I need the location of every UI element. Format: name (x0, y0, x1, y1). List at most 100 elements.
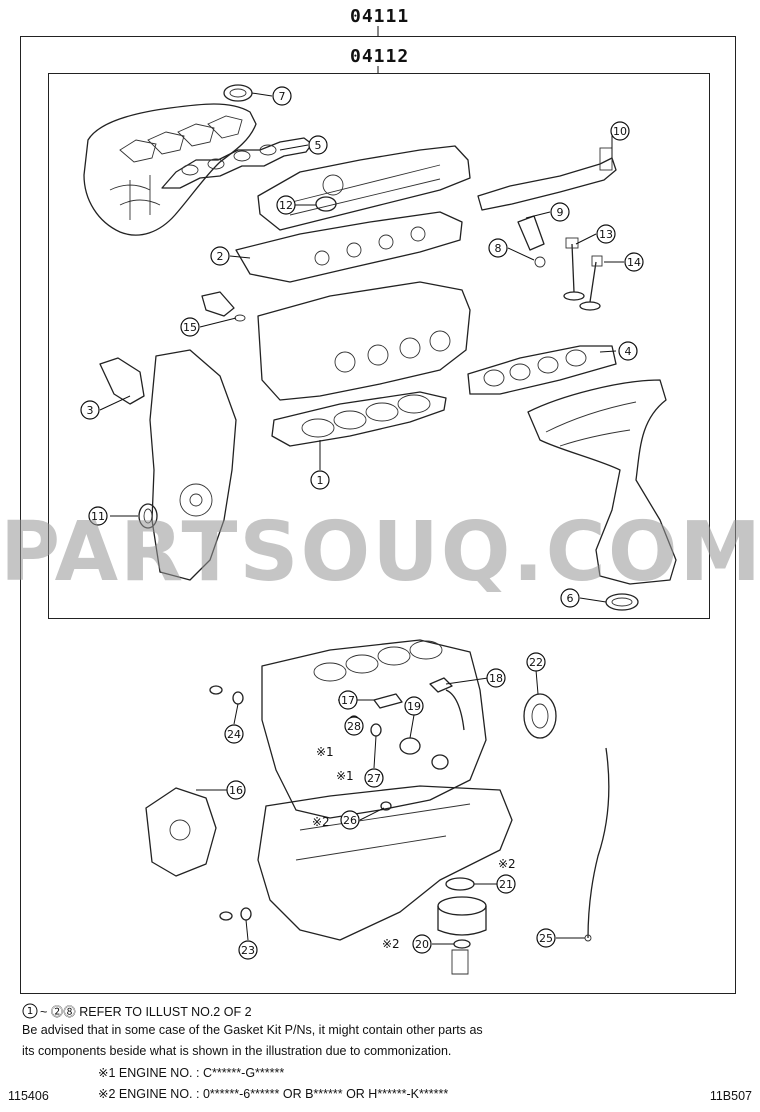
callout-circle-15 (180, 317, 200, 337)
callout-number-9: 9 (557, 206, 564, 219)
callout-number-24: 24 (227, 728, 241, 741)
callout-27: 27 (364, 768, 384, 788)
advisory-line-1: Be advised that in some case of the Gask… (22, 1023, 483, 1037)
cylinder-head-cover-drawing (257, 145, 471, 231)
sub-kit-number-label: 04112 (350, 46, 410, 67)
leader-lines (99, 92, 624, 945)
callout-14: 14 (624, 252, 644, 272)
callout-9: 9 (550, 202, 570, 222)
oil-level-gauge-drawing (584, 747, 610, 942)
callout-circle-26 (340, 810, 360, 830)
callout-number-6: 6 (567, 592, 574, 605)
callout-number-23: 23 (241, 944, 255, 957)
refer-text: ~ ⓶⓼ REFER TO ILLUST NO.2 OF 2 (40, 1005, 252, 1019)
callout-4: 4 (618, 341, 638, 361)
rear-oil-seal-drawing (523, 693, 557, 739)
callout-circle-16 (226, 780, 246, 800)
callout-number-2: 2 (217, 250, 224, 263)
callout-number-7: 7 (279, 90, 286, 103)
head-gasket-kit-frame (48, 73, 710, 619)
callout-number-3: 3 (87, 404, 94, 417)
engine-mark-2-b: ※2 (498, 857, 516, 871)
oil-pan-drawing (257, 785, 513, 941)
callout-circle-23 (238, 940, 258, 960)
callout-number-20: 20 (415, 938, 429, 951)
callout-13: 13 (596, 224, 616, 244)
head-cover-gasket-drawing (235, 211, 463, 283)
spark-plug-tube-gasket-drawing (315, 196, 337, 212)
camshaft-drawing (477, 147, 617, 211)
engine-mark-2-a: ※2 (312, 815, 330, 829)
sensor-drawing (201, 291, 246, 322)
bolt-washers-drawing (209, 677, 475, 949)
callout-circle-27 (364, 768, 384, 788)
callout-6: 6 (560, 588, 580, 608)
callout-number-16: 16 (229, 784, 243, 797)
callout-circle-9 (550, 202, 570, 222)
callout-circle-2 (210, 246, 230, 266)
callout-circle-20 (412, 934, 432, 954)
callout-19: 19 (404, 696, 424, 716)
callout-18: 18 (486, 668, 506, 688)
callout-circle-12 (276, 195, 296, 215)
intake-gasket-drawing (161, 137, 313, 189)
callout-circle-14 (624, 252, 644, 272)
callout-circle-4 (618, 341, 638, 361)
callout-number-27: 27 (367, 772, 381, 785)
engine-mark-1-b: ※1 (336, 769, 354, 783)
injector-drawing (517, 215, 546, 268)
callout-number-11: 11 (91, 510, 105, 523)
callout-number-5: 5 (315, 139, 322, 152)
callout-number-25: 25 (539, 932, 553, 945)
callout-number-4: 4 (625, 345, 632, 358)
throttle-gasket-drawing (223, 84, 253, 102)
cylinder-head-drawing (257, 281, 471, 401)
callout-20: 20 (412, 934, 432, 954)
callout-number-18: 18 (489, 672, 503, 685)
engine-note-1: ※1 ENGINE NO. : C******-G****** (98, 1066, 285, 1080)
callout-number-22: 22 (529, 656, 543, 669)
footer-right-code: 11B507 (709, 1089, 752, 1103)
callout-circle-7 (272, 86, 292, 106)
advisory-line-2: its components beside what is shown in t… (22, 1044, 452, 1058)
callout-circle-22 (526, 652, 546, 672)
footer-left-code: 115406 (8, 1089, 49, 1103)
callout-15: 15 (180, 317, 200, 337)
callout-17: 17 (338, 690, 358, 710)
callout-number-17: 17 (341, 694, 355, 707)
callout-1: 1 (310, 470, 330, 490)
cylinder-block-drawing (261, 639, 487, 819)
callout-number-28: 28 (347, 720, 361, 733)
callout-circle-24 (224, 724, 244, 744)
callout-circle-13 (596, 224, 616, 244)
callout-group: 1234567891011121314151617181920212223242… (80, 86, 644, 960)
callout-number-13: 13 (599, 228, 613, 241)
callout-circle-1 (310, 470, 330, 490)
callout-circle-21 (496, 874, 516, 894)
callout-circle-3 (80, 400, 100, 420)
callout-circle-18 (486, 668, 506, 688)
callout-number-12: 12 (279, 199, 293, 212)
callout-23: 23 (238, 940, 258, 960)
water-pump-drawing (145, 787, 217, 877)
engine-mark-1-a: ※1 (316, 745, 334, 759)
callout-25: 25 (536, 928, 556, 948)
callout-16: 16 (226, 780, 246, 800)
callout-circle-10 (610, 121, 630, 141)
callout-number-1: 1 (317, 474, 324, 487)
callout-24: 24 (224, 724, 244, 744)
engine-mark-2-c: ※2 (382, 937, 400, 951)
callout-circle-25 (536, 928, 556, 948)
callout-circle-5 (308, 135, 328, 155)
callout-26: 26 (340, 810, 360, 830)
front-oil-seal-drawing (138, 503, 158, 529)
callout-number-14: 14 (627, 256, 641, 269)
callout-5: 5 (308, 135, 328, 155)
callout-10: 10 (610, 121, 630, 141)
exhaust-pipe-gasket-drawing (605, 593, 639, 611)
callout-8: 8 (488, 238, 508, 258)
callout-12: 12 (276, 195, 296, 215)
callout-number-19: 19 (407, 700, 421, 713)
oil-filter-drawing (437, 896, 487, 975)
